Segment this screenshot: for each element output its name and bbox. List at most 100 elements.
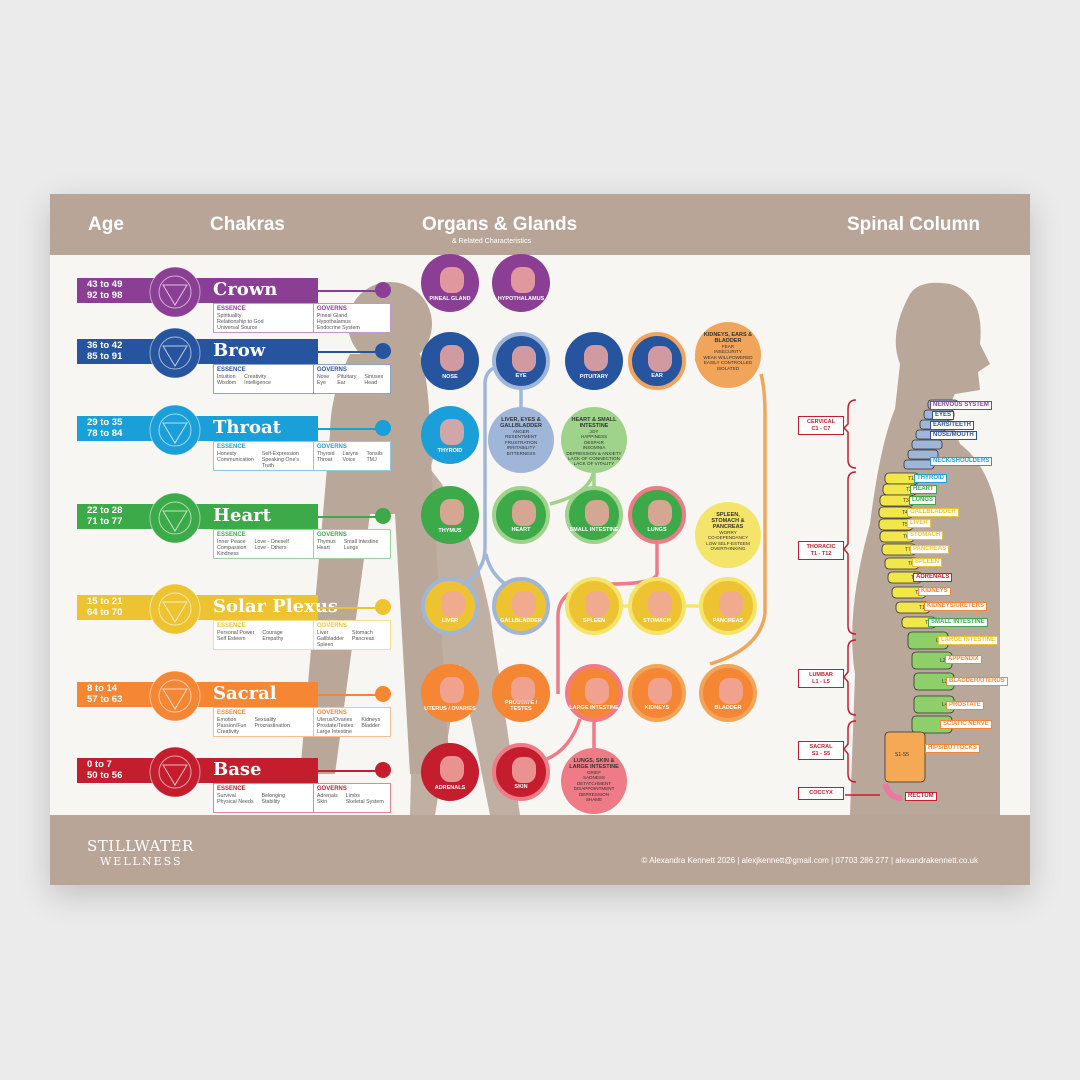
essence-item: Love - Others (254, 545, 287, 551)
spine-label-bladder-uterus: BLADDER/UTERUS (946, 677, 1008, 686)
spine-label-kidneys-ureters: KIDNEYS/URETERS (924, 602, 988, 611)
organ-label: Hypothalamus (497, 296, 545, 302)
organ-pituitary: Pituitary (565, 332, 623, 390)
chakra-connector-line (318, 351, 378, 353)
essence-item: Compassion (217, 545, 247, 551)
essence-item: Intelligence (244, 380, 271, 386)
spine-label-kidneys: KIDNEYS (918, 587, 951, 596)
organ-label: Pituitary (579, 374, 609, 380)
age-heading: Age (88, 214, 124, 235)
characteristic-item: SHAME (585, 797, 603, 803)
chakra-connector-line (318, 694, 378, 696)
governs-label: GOVERNS (316, 623, 347, 629)
governs-item: Liver (316, 630, 329, 636)
cervical-vertebra (907, 449, 939, 460)
organ-label: Liver (441, 618, 459, 624)
governs-label: GOVERNS (316, 444, 347, 450)
chakra-dot (375, 420, 391, 436)
organ-stomach: Stomach (628, 577, 686, 635)
characteristic-item: DEPRESSION (578, 791, 610, 797)
governs-item: Pancreas (351, 636, 375, 642)
organ-illustration-icon (511, 267, 535, 293)
vertebra-label: T3 (903, 498, 909, 504)
vertebra-s1-s5 (884, 731, 926, 783)
governs-item: Pituitary (337, 374, 357, 380)
organ-ear: Ear (628, 332, 686, 390)
vertebra-label: T2 (906, 487, 912, 493)
organ-liver: Liver (421, 577, 479, 635)
spine-label-prostate: PROSTATE (946, 701, 984, 710)
essence-item: Passion/Fun (217, 723, 247, 729)
essence-item: Survival (217, 793, 236, 799)
essence-item: Intuition (217, 374, 236, 380)
footer-copyright: © Alexandra Kennett 2026 | alexjkennett@… (641, 856, 978, 865)
organ-illustration-icon (648, 346, 672, 372)
chakra-symbol-icon (148, 582, 202, 636)
organ-label: Nose (442, 374, 458, 380)
essence-item: Self-Expression (261, 451, 299, 457)
characteristic-item: JOY (589, 429, 599, 434)
governs-item: Hypothalamus (316, 319, 351, 325)
governs-item: Large Intestine (316, 729, 352, 735)
spine-label-adrenals: ADRENALS (913, 573, 953, 582)
organ-adrenals: Adrenals (421, 743, 479, 801)
governs-item: Lungs (343, 545, 359, 551)
region-name: THORACIC (806, 544, 836, 550)
governs-item: Pineal Gland (316, 313, 348, 319)
characteristic-item: LOW SELF-ESTEEM (706, 540, 750, 546)
chakra-dot (375, 762, 391, 778)
organ-label: Stomach (643, 618, 671, 624)
essence-label: ESSENCE (217, 623, 246, 629)
characteristic-title: HEART & SMALL INTESTINE (571, 417, 617, 429)
governs-item: Kidneys (361, 717, 381, 723)
age-line: 92 to 98 (87, 289, 123, 301)
spine-label-nose-mouth: NOSE/MOUTH (930, 431, 977, 440)
organ-illustration-icon (719, 591, 743, 617)
organ-illustration-icon (512, 757, 536, 783)
chakra-name: Heart (213, 505, 271, 526)
organ-label: Large Intestine (569, 705, 619, 711)
age-line: 36 to 42 (87, 340, 123, 351)
essence-item: Personal Power (217, 630, 255, 636)
spine-label-rectum: RECTUM (905, 792, 937, 801)
characteristic-item: BITTERNESS (506, 450, 536, 456)
spine-label-gallbladder: GALLBLADDER (907, 508, 959, 517)
organ-pancreas: Pancreas (699, 577, 757, 635)
spine-label-spleen: SPLEEN (912, 558, 943, 567)
organ-label: Spleen (582, 618, 605, 624)
age-line: 43 to 49 (87, 279, 123, 290)
essence-item: Speaking One's Truth (261, 457, 300, 469)
organ-label: Thymus (438, 528, 462, 534)
essence-item: Courage (262, 630, 283, 636)
essence-item: Relationship to God (217, 319, 264, 325)
organ-illustration-icon (648, 500, 672, 526)
spine-label-liver: LIVER (907, 519, 931, 528)
spine-label-heart: HEART (910, 485, 937, 494)
essence-item: Sexuality (254, 717, 276, 723)
essence-item: Wisdom (217, 380, 237, 386)
organ-label: Small Intestine (569, 527, 619, 533)
